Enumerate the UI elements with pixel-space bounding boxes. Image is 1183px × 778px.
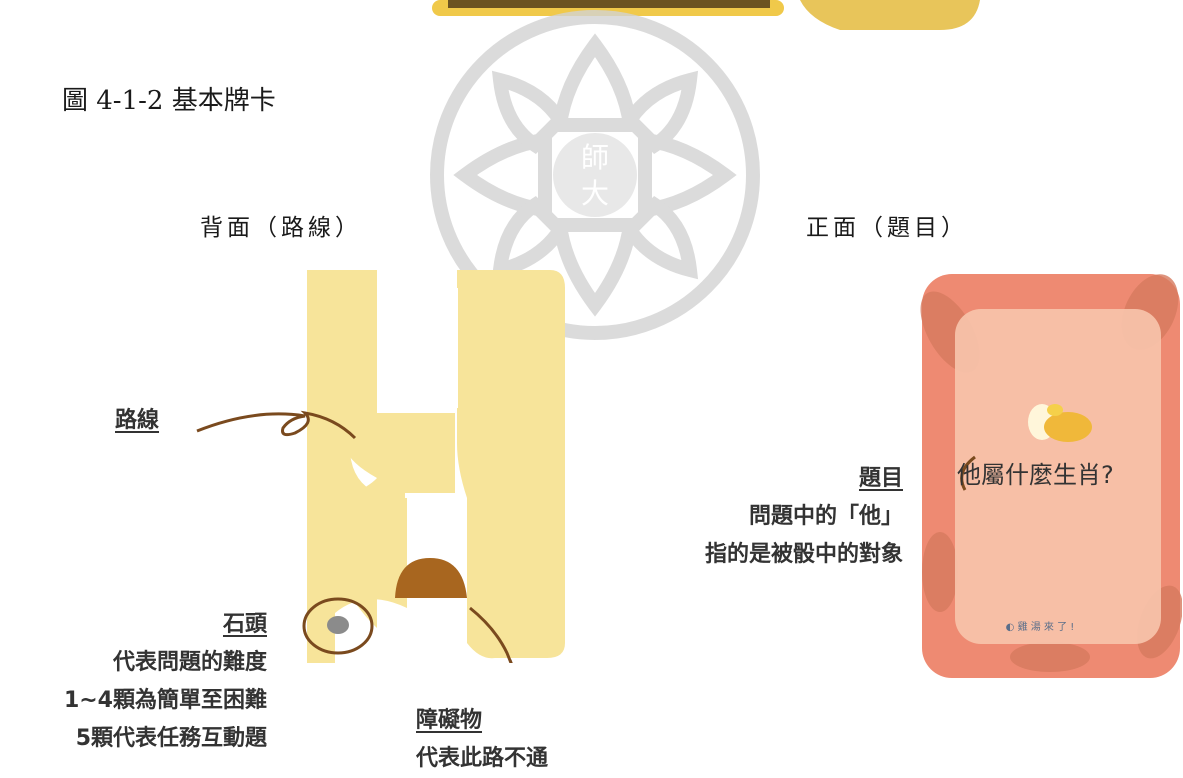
- obstacle-label: 障礙物: [416, 708, 483, 733]
- svg-text:師: 師: [581, 141, 609, 174]
- question-line-1: 問題中的「他」: [748, 504, 903, 529]
- route-card: [302, 270, 565, 663]
- egg-yolk: [1047, 404, 1063, 416]
- question-pointer-stroke: [960, 455, 976, 491]
- route-label: 路線: [115, 408, 160, 433]
- question-card-inner: [955, 309, 1161, 644]
- chick-icon: [1044, 412, 1092, 442]
- university-seal-watermark: 師 大: [430, 10, 760, 340]
- stone-line-3: 5顆代表任務互動題: [75, 726, 267, 751]
- front-side-title: 正面（題目）: [806, 215, 968, 241]
- stone-line-1: 代表問題的難度: [112, 650, 267, 675]
- stone-loop-stroke: [302, 597, 374, 655]
- previous-card-border: [448, 0, 770, 8]
- obstacle-pointer-stroke: [469, 606, 513, 663]
- previous-leaf-card-crop: [800, 0, 980, 30]
- route-right-column: [457, 270, 565, 659]
- back-side-title: 背面（路線）: [200, 215, 362, 241]
- question-annotation: 題目 問題中的「他」 指的是被骰中的對象: [705, 460, 903, 574]
- obstacle-shape: [395, 558, 467, 598]
- figure-caption: 圖 4-1-2 基本牌卡: [62, 86, 276, 116]
- question-line-2: 指的是被骰中的對象: [704, 542, 903, 567]
- card-question-text: 他屬什麼生肖?: [957, 461, 1114, 489]
- route-lower-left: [307, 498, 407, 613]
- svg-text:大: 大: [581, 177, 609, 210]
- obstacle-line-1: 代表此路不通: [416, 746, 549, 771]
- stone-label: 石頭: [222, 612, 267, 637]
- stone-line-2: 1~4顆為簡單至困難: [63, 688, 267, 713]
- previous-figure-crop: [432, 0, 980, 30]
- stone-annotation: 石頭 代表問題的難度 1~4顆為簡單至困難 5顆代表任務互動題: [64, 606, 267, 758]
- obstacle-annotation: 障礙物 代表此路不通: [416, 702, 548, 778]
- leaf-decoration: [920, 274, 1182, 672]
- route-middle-connector: [377, 413, 455, 493]
- question-label: 題目: [858, 466, 903, 491]
- card-logo: ◐ 雞 湯 來 了 !: [1006, 620, 1075, 633]
- route-pointer-stroke: [196, 410, 357, 440]
- stone-shape: [327, 616, 349, 634]
- question-card: ◐ 雞 湯 來 了 !: [920, 274, 1182, 678]
